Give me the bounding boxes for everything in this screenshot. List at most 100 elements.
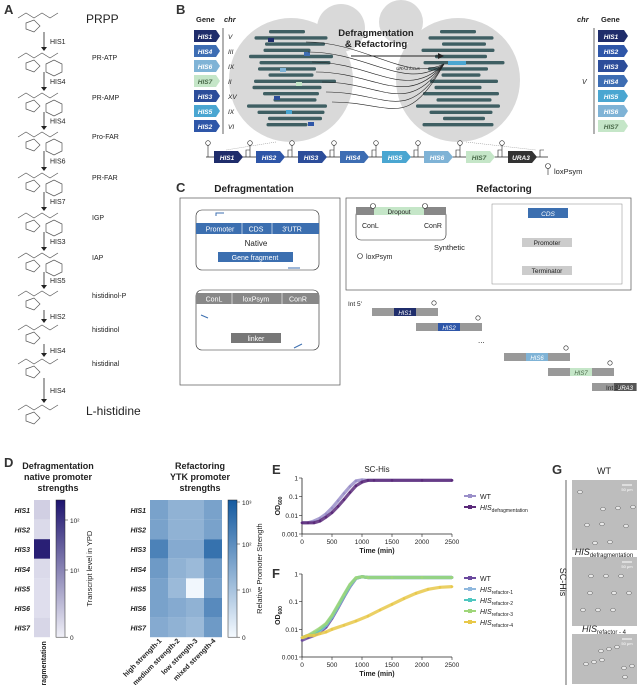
chromosome [440, 30, 476, 34]
yeast-cell [629, 663, 635, 669]
data-point [312, 521, 316, 525]
row-label: HIS2 [130, 528, 146, 535]
gene-label: HIS6 [604, 109, 619, 116]
assembly-gene [614, 383, 636, 391]
plasmid-outline [195, 289, 320, 351]
data-point [360, 575, 364, 578]
yeast-cell [588, 573, 594, 579]
loxpsym-site [422, 203, 428, 209]
assembly-gene-label: HIS2 [442, 326, 456, 332]
heatmap-cell [150, 598, 168, 618]
gene-marker [286, 110, 292, 114]
assembly-gene-label: HIS7 [574, 371, 588, 377]
heatmap-cell [168, 519, 186, 540]
terminator-mark [287, 149, 292, 157]
data-point [354, 619, 358, 623]
heatmap-cell [150, 617, 168, 638]
chr-label: XV [227, 94, 237, 101]
linker-part-label: ConL [206, 297, 223, 304]
legend-marker [468, 620, 472, 624]
data-point [390, 576, 394, 579]
chromosome [423, 92, 499, 96]
legend-sub: refactor-4 [492, 623, 514, 629]
data-point [342, 492, 346, 495]
y-axis-label-sub: 600 [278, 606, 284, 615]
x-tick-label: 2000 [415, 662, 430, 669]
micrograph [572, 480, 637, 550]
arrow-head [41, 87, 47, 91]
arrow-head [41, 126, 47, 130]
row-label: HIS1 [14, 508, 30, 515]
gene-fragment-bar [218, 252, 293, 262]
syn-terminator-label: Terminator [532, 268, 564, 275]
legend-marker [468, 609, 472, 613]
chromosome [249, 54, 333, 59]
y-tick-label: 0.1 [289, 599, 298, 606]
gene-marker [304, 52, 310, 56]
label-gene: HIS [582, 624, 597, 634]
data-point [312, 630, 316, 634]
metabolite-label: PR-ATP [92, 55, 117, 62]
title-line: Defragmentation [338, 28, 414, 39]
right-title: strengths [179, 483, 220, 493]
ring [25, 99, 41, 113]
loxpsym-site [331, 140, 337, 146]
molecule-structure [17, 131, 63, 156]
x-tick-label: 2500 [445, 539, 460, 546]
cluster-gene [340, 151, 369, 163]
bond-lines [17, 12, 59, 19]
yeast-cell [584, 522, 590, 528]
gene-chip [194, 90, 220, 102]
scale-bar-label: 50 μm [621, 487, 633, 492]
left-title: strengths [37, 483, 78, 493]
x-axis-label: Time (min) [359, 671, 394, 678]
metabolite-label: PR-AMP [92, 95, 120, 102]
chr-label: V [582, 79, 588, 86]
molecule-structure [17, 212, 63, 237]
y-axis-label: OD600 [275, 606, 284, 625]
metabolite-label: IAP [92, 255, 104, 262]
dropout-block [374, 207, 424, 215]
y-tick-label: 0.1 [289, 494, 298, 501]
heatmap-cell [150, 539, 168, 559]
chromosome [422, 123, 494, 127]
ring [45, 259, 63, 277]
gene-chip [598, 75, 628, 87]
x-tick-label: 1000 [355, 539, 370, 546]
heatmap-cell [204, 558, 222, 579]
arrow-head [41, 353, 47, 357]
zoom-line [465, 141, 537, 151]
x-tick-label: 0 [300, 539, 304, 546]
chr-label: V [228, 34, 233, 41]
heatmap-cell [34, 558, 50, 579]
title-line: & Refactoring [345, 39, 407, 50]
refactor-4-label: HISrefactor - 4 [582, 624, 627, 636]
colorbar-tick-label: 0 [70, 635, 74, 642]
yeast-cell [580, 607, 586, 613]
yeast-cell [615, 505, 621, 511]
row-label: HIS6 [130, 606, 146, 613]
syn-terminator [522, 266, 572, 275]
gene-chip [194, 75, 220, 87]
yeast-cell [600, 506, 606, 512]
arrow-head [438, 53, 444, 59]
data-point [342, 498, 346, 501]
syn-promoter-label: Promoter [534, 240, 562, 247]
row-label: HIS2 [14, 528, 30, 535]
ring [25, 19, 41, 33]
heatmap-cell [168, 598, 186, 618]
legend-marker [468, 587, 472, 591]
cluster-gene [508, 151, 537, 163]
cluster-gene [298, 151, 327, 163]
gene-label: HIS2 [198, 124, 213, 131]
heatmap-cell [150, 500, 168, 520]
data-point [390, 603, 394, 606]
cluster-gene-label: HIS1 [220, 155, 235, 162]
loxpsym-site [475, 315, 481, 321]
enzyme-label: HIS4 [50, 348, 66, 355]
legend-sub: refactor-1 [492, 590, 514, 596]
heatmap-cell [34, 519, 50, 540]
cluster-gene-label: HIS7 [472, 155, 487, 162]
